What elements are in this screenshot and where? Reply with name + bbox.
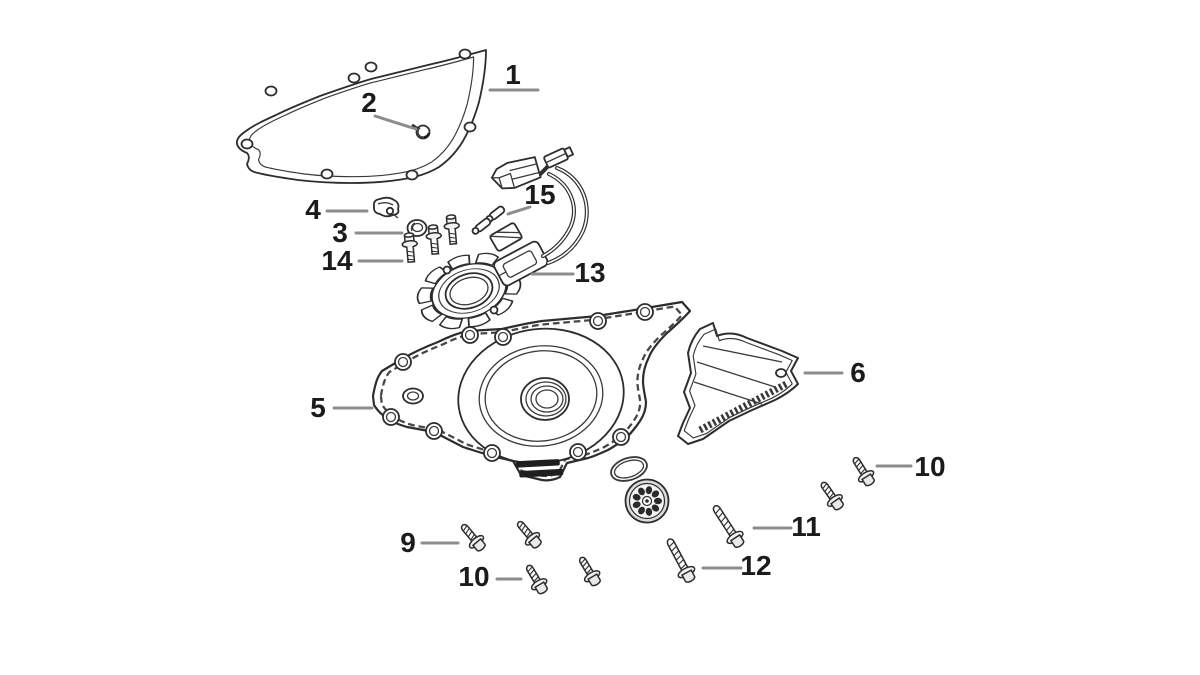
callout-5: 5 [310,392,374,423]
callout-2: 2 [361,87,418,131]
callout-6: 6 [803,357,866,388]
connector-plug [490,156,542,190]
callout-9: 9 [400,527,460,558]
part-oring [610,456,648,482]
part-cover-5 [371,300,692,482]
part-number-label: 10 [458,561,489,592]
callout-3: 3 [332,217,404,248]
part-harness-15 [471,146,589,265]
part-stator-13 [415,222,549,331]
callouts: 1 2 4 3 14 15 13 5 [305,59,945,592]
part-number-label: 2 [361,87,377,118]
part-number-label: 4 [305,194,321,225]
callout-10-bottom: 10 [458,561,523,592]
screw-10-lower [519,560,553,598]
part-gasket-1 [235,48,487,184]
callout-15: 15 [506,179,556,216]
part-number-label: 11 [791,511,821,542]
screw-mid-upper [511,515,546,553]
callout-10-top: 10 [875,451,946,482]
leader-line [506,205,532,216]
callout-4: 4 [305,194,369,225]
gasket-bolt-holes [240,48,477,181]
part-clamp-4 [372,196,400,219]
cover-side-hole [402,387,424,405]
part-number-label: 13 [574,257,605,288]
part-number-label: 9 [400,527,416,558]
part-number-label: 5 [310,392,326,423]
wire-terminals [471,205,506,235]
cover-grille [515,459,564,478]
part-number-label: 1 [505,59,521,90]
part-number-label: 14 [321,245,353,276]
screw-mid-right [572,552,606,590]
callout-1: 1 [488,59,540,92]
stator-pickup-coil [489,222,549,287]
callout-14: 14 [321,245,404,276]
part-number-label: 10 [914,451,945,482]
screw-11 [706,500,749,552]
cover-hub [520,377,570,421]
part-number-label: 15 [524,179,555,210]
callout-13: 13 [530,257,606,288]
part-bracket-6 [677,322,799,445]
screw-10-top-right-b [814,477,849,514]
part-number-label: 12 [740,550,771,581]
callout-12: 12 [701,550,772,581]
part-number-label: 6 [850,357,866,388]
part-number-label: 3 [332,217,348,248]
part-washer-3 [406,219,428,237]
screw-9 [455,518,490,556]
connector-small [543,146,574,169]
callout-11: 11 [752,511,821,542]
screw-10-top-right-a [846,452,880,490]
part-strainer-disc [624,478,670,524]
cover-bolt-bosses [382,303,654,462]
screw-12 [660,534,700,587]
leader-line [373,114,418,131]
